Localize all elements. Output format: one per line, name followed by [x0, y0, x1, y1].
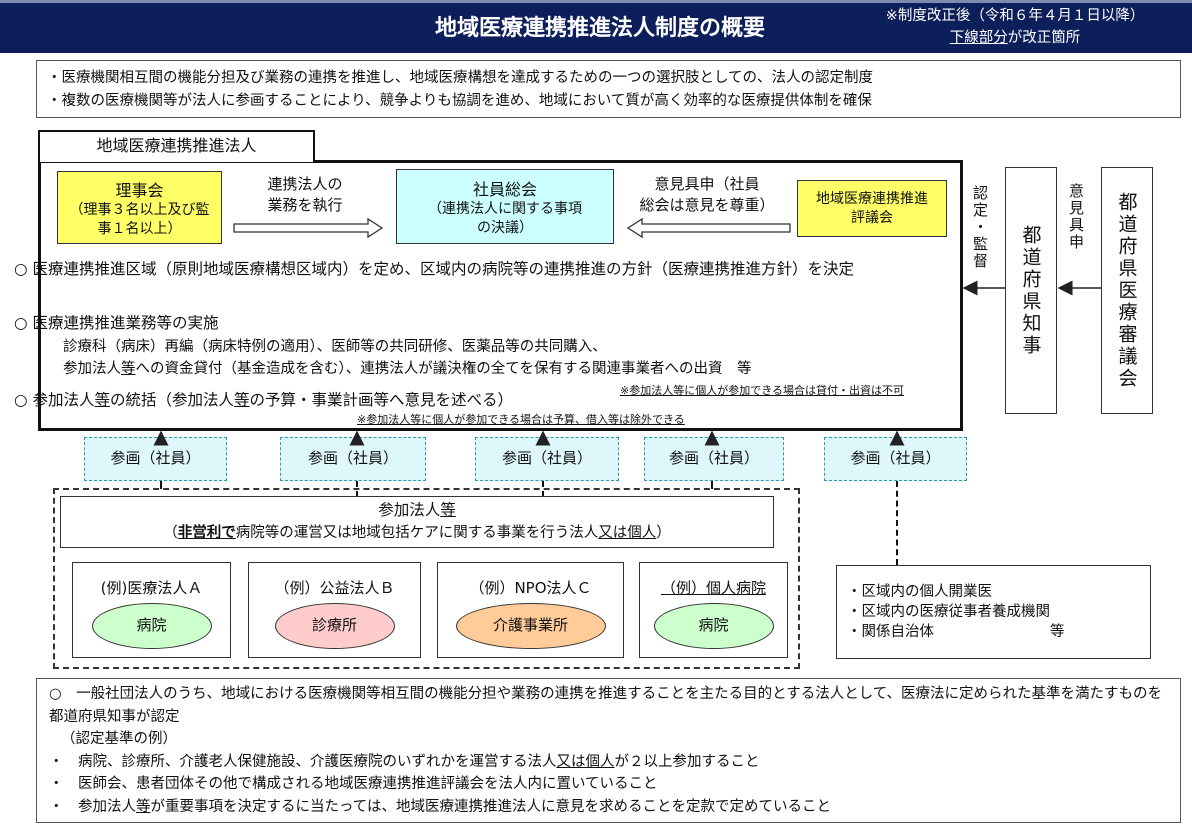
intro-line: ・医療機関相互間の機能分担及び業務の連携を推進し、地域医療構想を達成するための一… [47, 70, 874, 86]
certify-label: 認定・監督 [971, 185, 989, 270]
facility-oval: 介護事業所 [455, 603, 606, 649]
execute-label: 連携法人の 業務を執行 [235, 174, 375, 216]
opinion-label-line: 総会は意見を尊重） [639, 196, 775, 214]
criteria-item: ・ 病院、診療所、介護老人保健施設、介護医療院のいずれかを運営する法人又は個人が… [49, 751, 1168, 774]
facility-oval: 病院 [91, 603, 212, 649]
board-box: 理事会 （理事３名以上及び監事１名以上） [57, 171, 222, 244]
t: 等 [233, 391, 250, 409]
item-operations: ○ 医療連携推進業務等の実施 [14, 314, 219, 332]
medical-council-box: 都道府県医療審議会 [1101, 167, 1153, 414]
facility-oval: 病院 [653, 603, 774, 649]
facility-oval: 診療所 [274, 603, 395, 649]
opinion-vertical-label: 意見具申 [1067, 183, 1085, 251]
criteria-summary: ○ 一般社団法人のうち、地域における医療機関等相互間の機能分担や業務の連携を推進… [49, 686, 1163, 725]
criteria-box: ○ 一般社団法人のうち、地域における医療機関等相互間の機能分担や業務の連携を推進… [36, 678, 1181, 823]
opinion-label-line: 意見具申（社員 [654, 175, 760, 193]
t: の予算・事業計画等へ意見を述べる） [249, 391, 514, 409]
criteria-heading: （認定基準の例） [61, 731, 177, 747]
operations-detail: 診療科（病床）再編（病床特例の適用）、医師等の共同研修、医薬品等の共同購入、 [63, 339, 607, 355]
t: （ [163, 525, 178, 541]
execute-label-line: 業務を執行 [267, 196, 343, 214]
intro-box: ・医療機関相互間の機能分担及び業務の連携を推進し、地域医療構想を達成するための一… [36, 60, 1181, 118]
t: ・ 病院、診療所、介護老人保健施設、介護医療院のいずれかを運営する法人 [49, 753, 557, 770]
t: 又は個人 [556, 753, 615, 770]
participants-desc: （非営利で病院等の運営又は地域包括ケアに関する事業を行う法人又は個人） [61, 522, 773, 545]
header-bar [0, 0, 1192, 53]
loan-note: ※参加法人等に個人が参加できる場合は貸付・出資は不可 [620, 384, 904, 397]
others-box: ・区域内の個人開業医 ・区域内の医療従事者養成機関 ・関係自治体 等 [836, 565, 1151, 659]
revision-date: ※制度改正後（令和６年４月１日以降） [885, 8, 1145, 24]
page-title: 地域医療連携推進法人制度の概要 [434, 16, 765, 41]
t: 等 [440, 501, 456, 519]
corporation-label: 地域医療連携推進法人 [38, 130, 315, 162]
underline-legend-text: が改正箇所 [1007, 30, 1081, 46]
t: 等 [94, 391, 110, 409]
hollow-arrow-left [626, 217, 791, 239]
t: ） [656, 525, 671, 541]
participants-box: 参加法人等 （非営利で病院等の運営又は地域包括ケアに関する事業を行う法人又は個人… [60, 496, 774, 548]
org-public-corp-b: （例）公益法人Ｂ 診療所 [248, 562, 421, 658]
t: ○ 参加法人 [14, 391, 95, 409]
council-label: 地域医療連携推進評議会 [816, 190, 928, 226]
board-title: 理事会 [115, 180, 164, 200]
assembly-title: 社員総会 [472, 179, 537, 199]
org-name: （例）個人病院 [660, 579, 766, 597]
hollow-arrow-right [233, 217, 384, 239]
budget-note: ※参加法人等に個人が参加できる場合は予算、借入等は除外できる [357, 413, 685, 426]
connector [160, 481, 162, 489]
participants-group [53, 488, 800, 669]
others-item: ・関係自治体 等 [847, 624, 1065, 640]
t: の統括（参加法人 [109, 391, 234, 409]
org-name: （例）NPO法人Ｃ [469, 579, 592, 597]
org-name: (例)医療法人Ａ [100, 579, 203, 597]
t: 参加法人 [63, 361, 121, 377]
t: 病院等の運営又は地域包括ケアに関する事業を行う法人 [235, 525, 599, 541]
t: 等 [121, 361, 136, 377]
council-box: 地域医療連携推進評議会 [797, 180, 947, 237]
governor-box: 都道府県知事 [1005, 167, 1057, 414]
connector [711, 481, 713, 489]
t: 又は個人 [598, 525, 657, 541]
others-item: ・区域内の個人開業医 [847, 584, 992, 600]
t: 非営利で [177, 525, 236, 541]
t: ・ 参加法人 [49, 798, 136, 815]
others-item: ・区域内の医療従事者養成機関 [847, 604, 1050, 620]
participants-title: 参加法人等 [61, 499, 773, 522]
participation-label: 参画（社員） [280, 437, 426, 481]
org-individual-hospital: （例）個人病院病院 [639, 562, 788, 658]
underline-sample: 下線部分 [949, 30, 1008, 46]
underline-legend: 下線部分が改正箇所 [840, 27, 1190, 49]
operations-detail: 参加法人等への資金貸付（基金造成を含む）、連携法人が議決権の全てを保有する関連事… [63, 358, 751, 380]
t: が重要事項を決定するに当たっては、地域医療連携推進法人に意見を求めることを定款で… [150, 798, 831, 815]
corporation-box [38, 160, 963, 431]
org-medical-corp-a: (例)医療法人Ａ 病院 [72, 562, 231, 658]
connector [896, 481, 898, 565]
t: 等 [136, 798, 151, 815]
intro-line: ・複数の医療機関等が法人に参画することにより、競争よりも協調を進め、地域において… [47, 93, 872, 109]
t: が２以上参加すること [614, 753, 760, 770]
revision-note: ※制度改正後（令和６年４月１日以降） 下線部分が改正箇所 [840, 5, 1190, 49]
opinion-label: 意見具申（社員 総会は意見を尊重） [622, 174, 792, 216]
t: 参加法人 [378, 501, 441, 519]
item-oversight: ○ 参加法人等の統括（参加法人等の予算・事業計画等へ意見を述べる） [14, 388, 614, 412]
item-district: ○ 医療連携推進区域（原則地域医療構想区域内）を定め、区域内の病院等の連携推進の… [14, 260, 854, 278]
t: への資金貸付（基金造成を含む）、連携法人が議決権の全てを保有する関連事業者への出… [135, 361, 752, 377]
org-npo-c: （例）NPO法人Ｃ 介護事業所 [437, 562, 624, 658]
criteria-item: ・ 医師会、患者団体その他で構成される地域医療連携推進評議会を法人内に置いている… [49, 776, 658, 792]
assembly-desc: （連携法人に関する事項の決議） [428, 200, 582, 236]
participation-label: 参画（社員） [475, 437, 619, 481]
assembly-box: 社員総会 （連携法人に関する事項の決議） [396, 169, 614, 244]
org-name: （例）公益法人Ｂ [274, 579, 395, 597]
board-desc: （理事３名以上及び監事１名以上） [69, 201, 210, 237]
execute-label-line: 連携法人の [267, 175, 343, 193]
criteria-item: ・ 参加法人等が重要事項を決定するに当たっては、地域医療連携推進法人に意見を求め… [49, 796, 1168, 819]
